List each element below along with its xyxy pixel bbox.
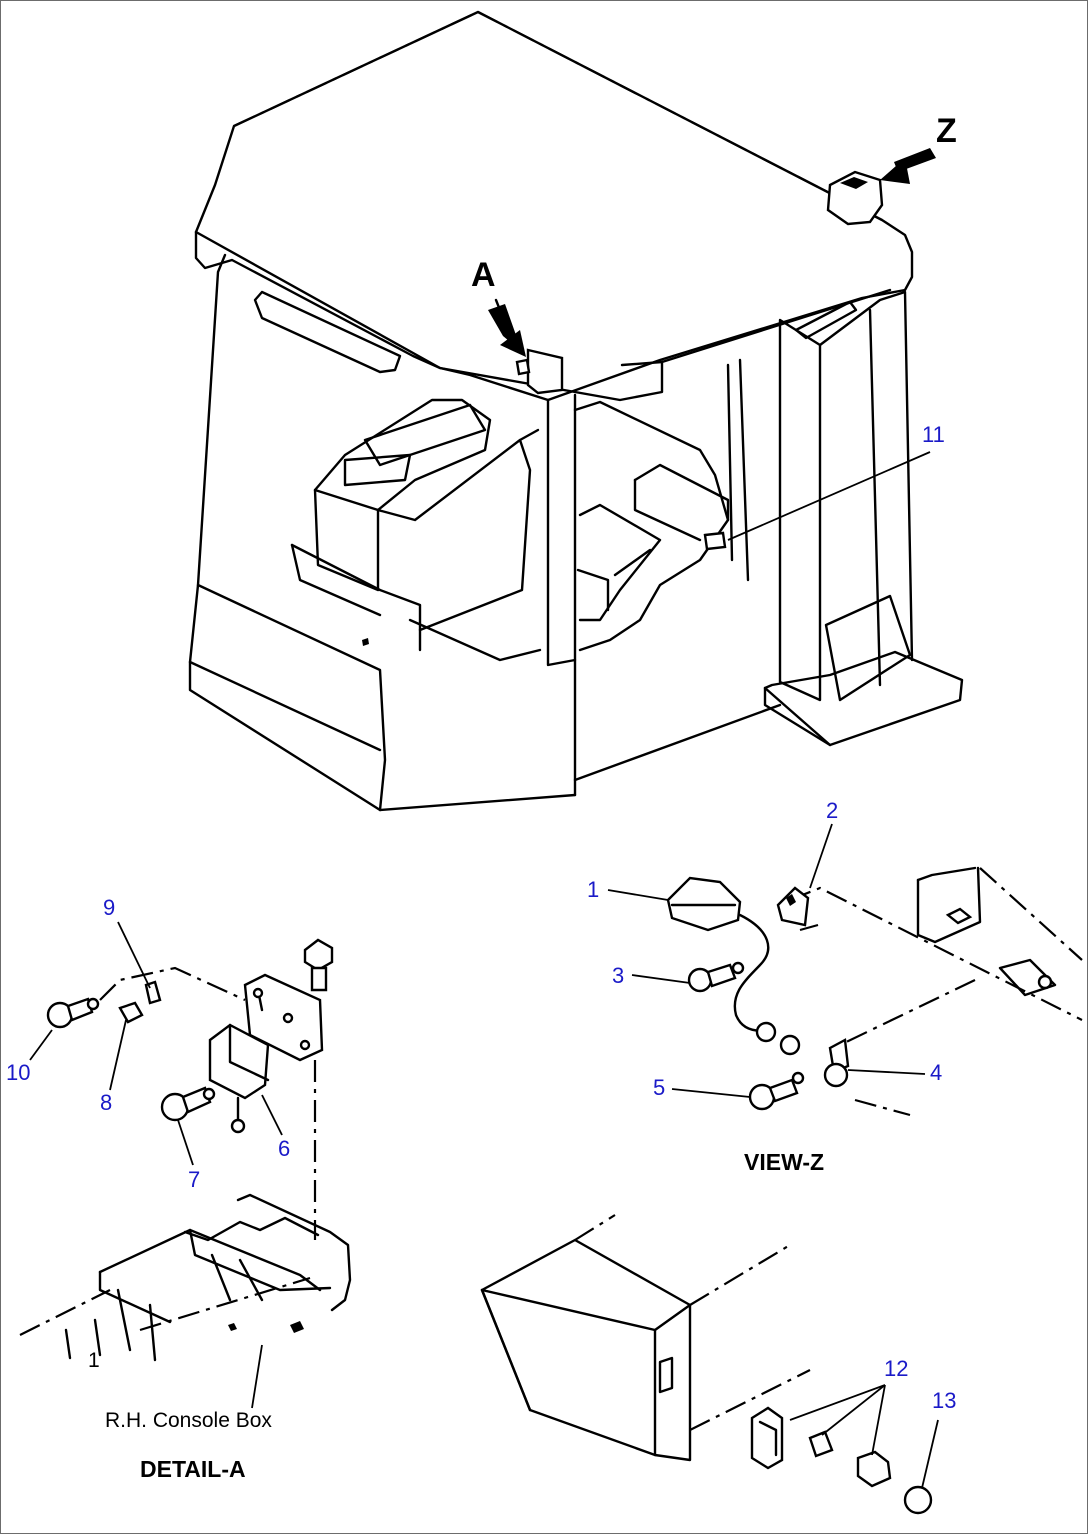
view-letter-a: A — [471, 256, 496, 294]
callout-8: 8 — [100, 1090, 112, 1115]
view-z-assembly — [666, 866, 1083, 1117]
callout-3: 3 — [612, 963, 624, 988]
caption-console-box: R.H. Console Box — [105, 1409, 272, 1432]
view-arrow-z — [880, 148, 936, 184]
callout-4: 4 — [930, 1060, 942, 1085]
callout-1-detail: 1 — [88, 1349, 100, 1372]
callout-6: 6 — [278, 1136, 290, 1161]
callout-2: 2 — [826, 798, 838, 823]
cab-assembly — [188, 10, 964, 812]
caption-detail-a: DETAIL-A — [140, 1456, 246, 1482]
callout-13: 13 — [932, 1388, 956, 1413]
detail-a-assembly — [19, 938, 352, 1362]
callout-10: 10 — [6, 1060, 30, 1085]
callout-5: 5 — [653, 1075, 665, 1100]
caption-view-z: VIEW-Z — [744, 1149, 824, 1175]
leader-lines — [29, 451, 939, 1489]
view-arrow-a — [488, 298, 526, 357]
callout-7: 7 — [188, 1167, 200, 1192]
callout-9: 9 — [103, 895, 115, 920]
callout-11: 11 — [922, 422, 945, 447]
callout-12: 12 — [884, 1356, 908, 1381]
console-box-right — [480, 1214, 933, 1515]
view-letter-z: Z — [936, 112, 957, 150]
callout-1: 1 — [587, 877, 599, 902]
